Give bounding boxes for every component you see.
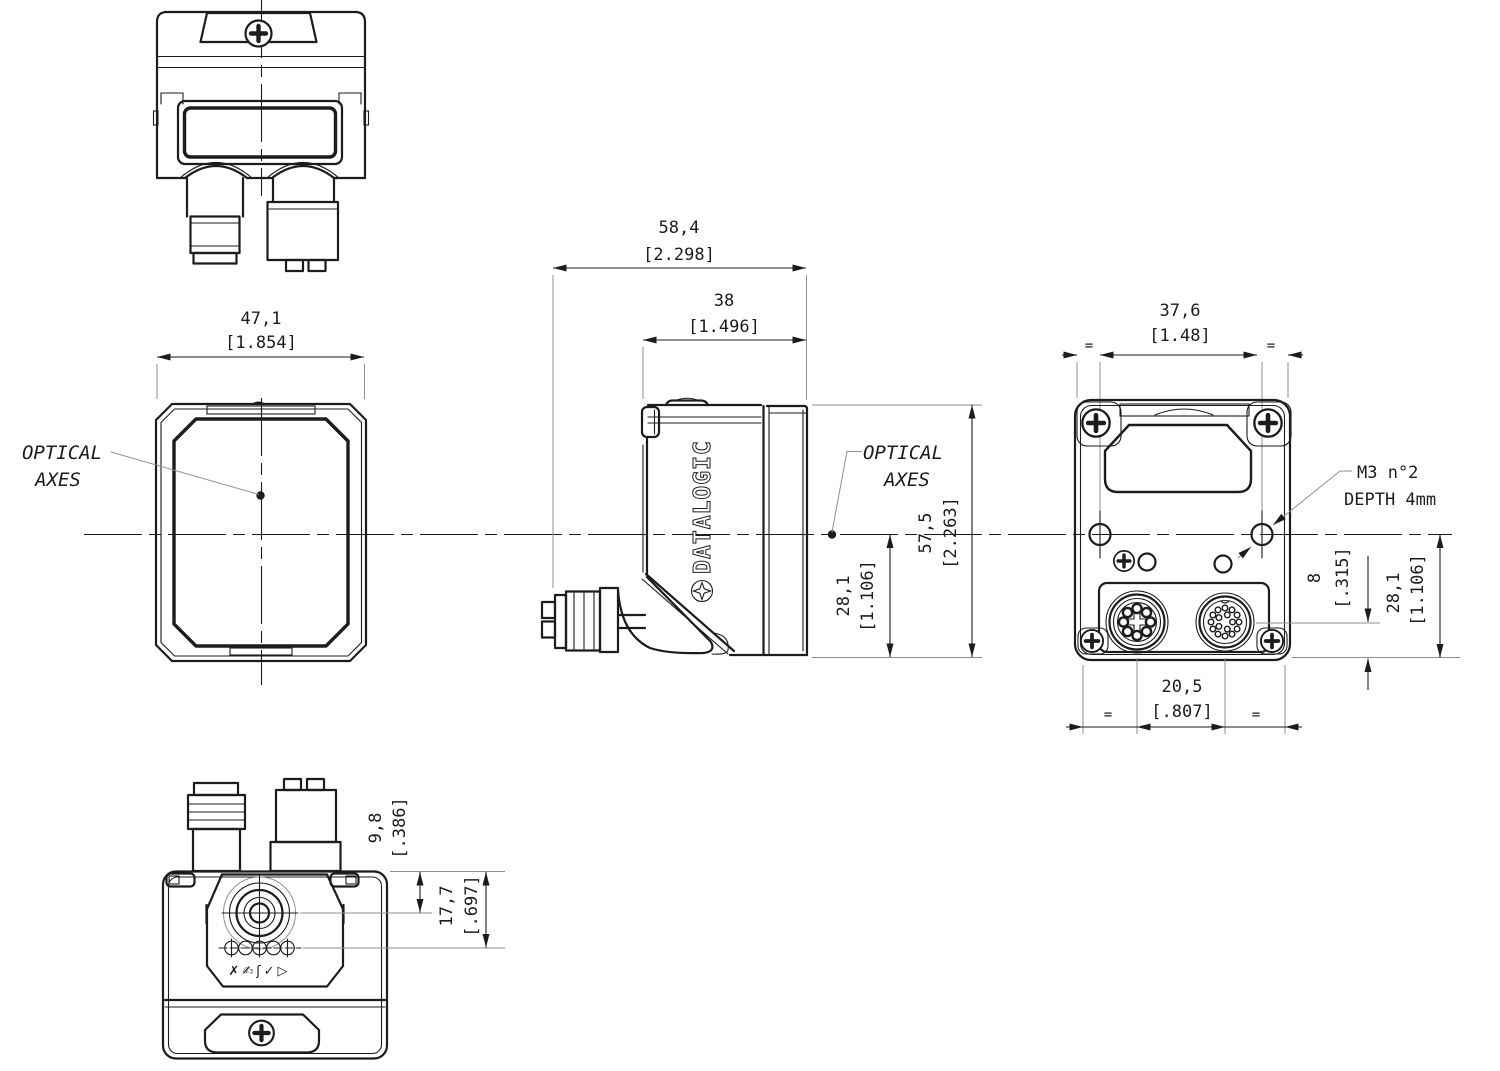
bottom-view: ✗✍ʃ✓▷ 9,8 [.386] 17,7 [.697] [161, 777, 505, 1060]
brand-logo-text: DATALOGIC [690, 440, 716, 574]
dim-total-height-inch: [2.263] [941, 497, 961, 569]
optical-axes-side-line1: OPTICAL [863, 442, 943, 464]
m12-connector-top [185, 176, 245, 265]
equal-mark-bottom-right: = [1252, 707, 1260, 723]
m3-note-line1: M3 n°2 [1357, 463, 1418, 483]
connector-panel [1097, 581, 1271, 654]
dim-top-to-lens-mm: 9,8 [366, 813, 386, 844]
dim-front-width-mm: 47,1 [241, 309, 282, 329]
equal-mark-top-right: = [1267, 338, 1275, 354]
dim-connector-to-bottom-mm: 8 [1305, 573, 1325, 583]
dim-total-depth-inch: [2.298] [643, 245, 715, 265]
side-top-tab [640, 405, 661, 439]
phillips-screw-icon [1079, 628, 1105, 654]
dim-connector-to-bottom-inch: [.315] [1333, 547, 1353, 608]
phillips-screw-icon [1112, 549, 1136, 573]
dim-total-height-mm: 57,5 [916, 513, 936, 554]
dim-total-depth-mm: 58,4 [659, 218, 700, 238]
equal-mark-bottom-left: = [1104, 707, 1112, 723]
optical-axes-leader-side [831, 451, 862, 533]
phillips-screw-icon [1254, 409, 1281, 436]
dim-rear-axis-to-bottom-inch: [1.106] [1408, 554, 1428, 626]
dim-rear-axis-to-bottom-mm: 28,1 [1384, 573, 1404, 614]
power-connector [1105, 590, 1169, 654]
optical-center-dot [256, 491, 265, 500]
window-frame [176, 99, 344, 166]
ethernet-connector-top [266, 176, 340, 273]
bottom-panel [205, 873, 345, 988]
dim-axis-to-bottom-inch: [1.106] [858, 560, 878, 632]
phillips-screw-icon [1082, 409, 1109, 436]
phillips-screw-icon [1259, 628, 1285, 654]
optical-center-dot-side [827, 530, 837, 539]
datalogic-logo-icon [690, 579, 714, 603]
phillips-screw-icon [249, 1021, 274, 1046]
dim-axis-to-bottom-mm: 28,1 [834, 576, 854, 617]
dim-connector-spacing-inch: [.807] [1151, 702, 1212, 722]
io-connector [1195, 592, 1255, 652]
dim-top-to-led-mm: 17,7 [437, 886, 457, 927]
front-window [172, 417, 350, 648]
dim-top-to-lens-inch: [.386] [390, 797, 410, 858]
optical-axes-label-line2: AXES [34, 469, 81, 491]
dim-hole-spacing-mm: 37,6 [1160, 301, 1201, 321]
window-glass [182, 106, 338, 159]
optical-axes-leader [110, 451, 260, 495]
front-view: 47,1 [1.854] OPTICAL AXES [22, 309, 368, 685]
side-cable-connector [540, 575, 729, 655]
dim-body-depth-mm: 38 [714, 291, 734, 311]
side-view: 58,4 [2.298] 38 [1.496] DATALOGIC [540, 218, 982, 658]
optical-axes-side-line2: AXES [883, 469, 930, 491]
equal-mark-top-left: = [1085, 338, 1093, 354]
optical-axes-label-line1: OPTICAL [22, 442, 102, 464]
led-icons-row: ✗✍ʃ✓▷ [228, 964, 290, 979]
dim-hole-spacing-inch: [1.48] [1149, 326, 1210, 346]
dim-top-to-led-inch: [.697] [462, 875, 482, 936]
phillips-screw-icon [246, 21, 272, 47]
dim-front-width-inch: [1.854] [225, 333, 297, 353]
m3-note-line2: DEPTH 4mm [1344, 490, 1436, 510]
dim-connector-spacing-mm: 20,5 [1162, 677, 1203, 697]
angled-edge [644, 572, 736, 653]
top-view [152, 0, 370, 273]
dim-body-depth-inch: [1.496] [688, 317, 760, 337]
rear-window [1103, 423, 1253, 494]
led-row [218, 938, 302, 958]
rear-view: 37,6 [1.48] = = [1062, 301, 1460, 734]
